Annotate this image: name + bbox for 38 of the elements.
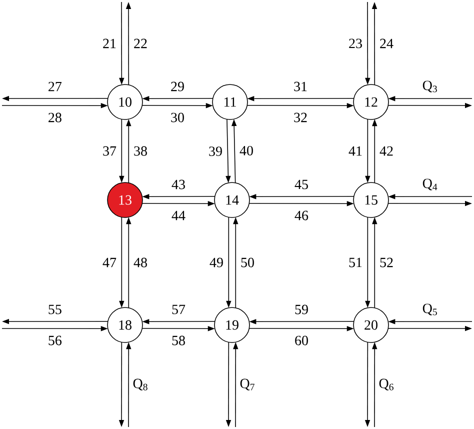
edge-label: 21 bbox=[103, 38, 116, 48]
edge-label: Q$_{3}$ bbox=[422, 80, 437, 92]
edge-label: 22 bbox=[134, 38, 147, 48]
edge-label: Q$_{5}$ bbox=[422, 304, 437, 316]
edge-label: 39 bbox=[209, 146, 222, 156]
edge-label: 60 bbox=[295, 336, 308, 346]
edge-label: 28 bbox=[48, 112, 62, 122]
edge-label: 42 bbox=[380, 146, 393, 156]
edge-label: 27 bbox=[48, 82, 62, 92]
edge-label: 43 bbox=[172, 180, 185, 190]
edge-label: 31 bbox=[294, 82, 307, 92]
edge-label: 52 bbox=[380, 258, 393, 268]
edge-label: 58 bbox=[172, 336, 185, 346]
edge-label: 38 bbox=[134, 146, 147, 156]
edge-label: Q$_{6}$ bbox=[379, 378, 394, 390]
edge-label: 55 bbox=[48, 304, 62, 314]
edge-label: 59 bbox=[295, 304, 308, 314]
edge-label: 48 bbox=[134, 258, 147, 268]
edge-label: 44 bbox=[172, 210, 186, 220]
edge-label: 45 bbox=[294, 180, 308, 190]
edge-label: 37 bbox=[103, 146, 116, 156]
edge-label: 57 bbox=[172, 304, 186, 314]
edge-label: 56 bbox=[48, 336, 62, 346]
edge-label: 51 bbox=[349, 258, 362, 268]
edge-label: 40 bbox=[240, 146, 253, 156]
edge-label: 41 bbox=[348, 146, 362, 156]
edge-label: 30 bbox=[171, 112, 184, 122]
edge-label: 32 bbox=[294, 112, 307, 122]
edge-label: 49 bbox=[210, 258, 223, 268]
edge-label: Q$_{8}$ bbox=[133, 378, 148, 390]
edge-label: Q$_{4}$ bbox=[422, 178, 438, 190]
edge-label: 23 bbox=[349, 38, 362, 48]
edge-label: 29 bbox=[171, 82, 184, 92]
edge-label: Q$_{7}$ bbox=[240, 378, 254, 390]
edge-label: 46 bbox=[294, 210, 308, 220]
edge-label: 50 bbox=[241, 258, 254, 268]
edge-label: 47 bbox=[102, 258, 116, 268]
edge-label: 24 bbox=[380, 38, 394, 48]
